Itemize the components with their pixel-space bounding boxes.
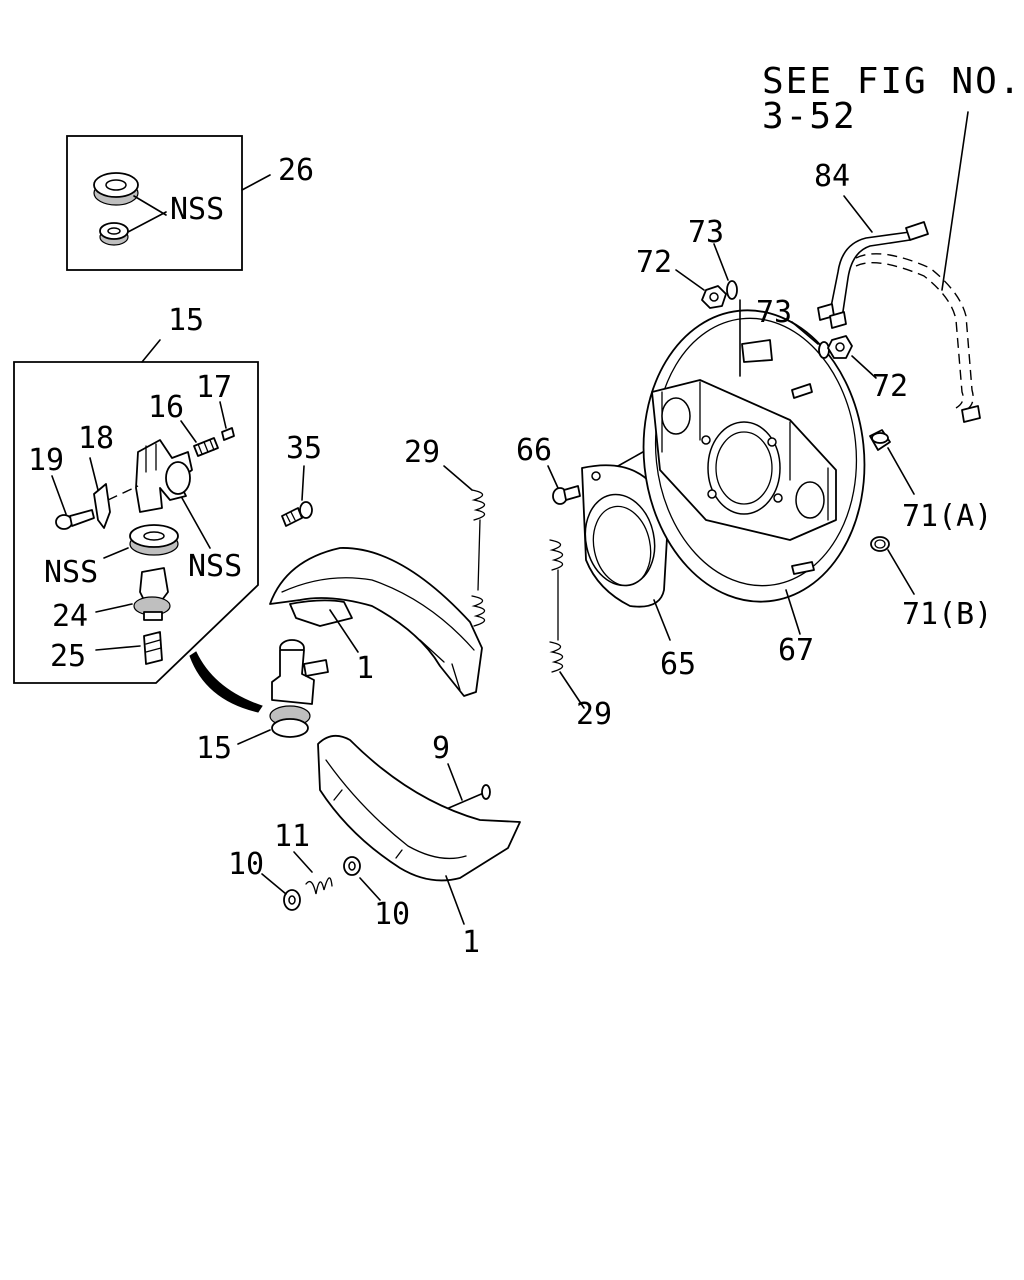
- adjuster-nut-24: [133, 567, 171, 621]
- callout-26-leader: [241, 174, 271, 191]
- callout-15-box: 15: [168, 303, 204, 338]
- callout-10-right-leader: [359, 877, 381, 901]
- seal-ring-large: [93, 172, 139, 206]
- callout-25: 25: [50, 639, 86, 674]
- reference-leader: [941, 111, 969, 291]
- callout-11: 11: [274, 819, 310, 854]
- adjuster-socket-25: [143, 631, 163, 665]
- callout-1-upper: 1: [356, 651, 374, 686]
- callout-15-box-leader: [141, 339, 161, 363]
- wheel-cylinder-15: [269, 639, 329, 738]
- seal-ring-small: [99, 222, 129, 246]
- adjuster-gear-wheel: [129, 524, 179, 556]
- callout-67-leader: [785, 589, 801, 635]
- brake-pipe-84: [817, 221, 929, 329]
- callout-19-leader: [51, 475, 67, 515]
- adjuster-detail-box: [13, 361, 259, 684]
- washer-73-mid: [818, 341, 830, 359]
- callout-10-left: 10: [228, 847, 264, 882]
- callout-29-top: 29: [404, 435, 440, 470]
- spring-cup-10-right: [343, 856, 361, 876]
- callout-71b-leader: [887, 549, 915, 595]
- callout-19: 19: [28, 443, 64, 478]
- callout-73-mid: 73: [756, 295, 792, 330]
- callout-71b: 71(B): [902, 597, 992, 632]
- callout-nss-kit: NSS: [170, 192, 224, 227]
- return-spring-top: [471, 489, 486, 627]
- callout-10-left-leader: [261, 873, 287, 895]
- backing-plate-67: [642, 309, 866, 603]
- washer-73-top: [726, 280, 738, 300]
- callout-73-top: 73: [688, 215, 724, 250]
- nut-72-mid: [827, 335, 853, 359]
- adjuster-plate-18: [93, 483, 111, 529]
- callout-29-bottom: 29: [576, 697, 612, 732]
- callout-73-mid-leader: [791, 321, 819, 345]
- reference-note-line2: 3-52: [762, 96, 857, 137]
- callout-16-leader: [180, 420, 197, 443]
- adjuster-housing: [135, 439, 193, 513]
- detail-arrow: [189, 651, 263, 713]
- callout-15-main: 15: [196, 731, 232, 766]
- callout-71a: 71(A): [902, 499, 992, 534]
- callout-71a-leader: [887, 447, 915, 495]
- callout-65: 65: [660, 647, 696, 682]
- callout-29-top-leader: [443, 465, 473, 491]
- hold-down-pin-9: [443, 784, 491, 811]
- callout-25-leader: [95, 645, 141, 651]
- callout-17-leader: [219, 401, 227, 429]
- callout-72-top: 72: [636, 245, 672, 280]
- callout-nss-left: NSS: [44, 555, 98, 590]
- phantom-brake-pipe: [855, 253, 981, 423]
- callout-72-top-leader: [675, 269, 705, 291]
- adjuster-bolt-19: [55, 509, 95, 530]
- callout-9-leader: [447, 763, 463, 801]
- callout-16: 16: [148, 390, 184, 425]
- plug-71a: [869, 429, 891, 451]
- bolt-35: [281, 501, 313, 527]
- callout-9: 9: [432, 731, 450, 766]
- callout-18: 18: [78, 421, 114, 456]
- callout-24: 24: [52, 599, 88, 634]
- adjuster-screw-16: [193, 437, 219, 457]
- hold-down-spring-11: [305, 877, 333, 895]
- callout-72-mid-leader: [851, 355, 877, 379]
- callout-67: 67: [778, 633, 814, 668]
- adjuster-pin-17: [221, 427, 235, 441]
- backing-gasket-65: [581, 464, 669, 608]
- callout-65-leader: [653, 599, 671, 641]
- callout-35: 35: [286, 431, 322, 466]
- return-spring-bottom: [549, 539, 564, 673]
- callout-10-right: 10: [374, 897, 410, 932]
- brake-shoe-lower: [317, 734, 521, 882]
- callout-72-mid: 72: [872, 369, 908, 404]
- callout-11-leader: [293, 851, 313, 873]
- callout-18-leader: [89, 457, 99, 491]
- assembly-line-18: [107, 485, 139, 501]
- callout-nss-left-leader: [103, 547, 129, 559]
- callout-66: 66: [516, 433, 552, 468]
- callout-1-lower-leader: [445, 875, 465, 925]
- callout-1-upper-leader: [329, 609, 359, 653]
- callout-15-main-leader: [237, 729, 271, 745]
- callout-73-top-leader: [713, 243, 729, 281]
- spring-cup-10-left: [283, 889, 301, 911]
- callout-nss-right: NSS: [188, 549, 242, 584]
- callout-17: 17: [196, 370, 232, 405]
- seal-kit-box: NSS: [66, 135, 243, 271]
- nut-72-top: [701, 285, 727, 309]
- callout-1-lower: 1: [462, 925, 480, 960]
- reference-note-line1: SEE FIG NO.: [762, 61, 1022, 102]
- callout-nss-right-leader: [181, 497, 211, 549]
- plug-71b: [870, 536, 890, 552]
- callout-35-leader: [301, 465, 305, 501]
- callout-84: 84: [814, 159, 850, 194]
- bolt-66: [552, 485, 581, 505]
- callout-66-leader: [547, 465, 559, 489]
- callout-84-leader: [843, 195, 873, 233]
- callout-24-leader: [95, 603, 133, 613]
- callout-26: 26: [278, 153, 314, 188]
- callout-29-bottom-leader: [559, 671, 585, 709]
